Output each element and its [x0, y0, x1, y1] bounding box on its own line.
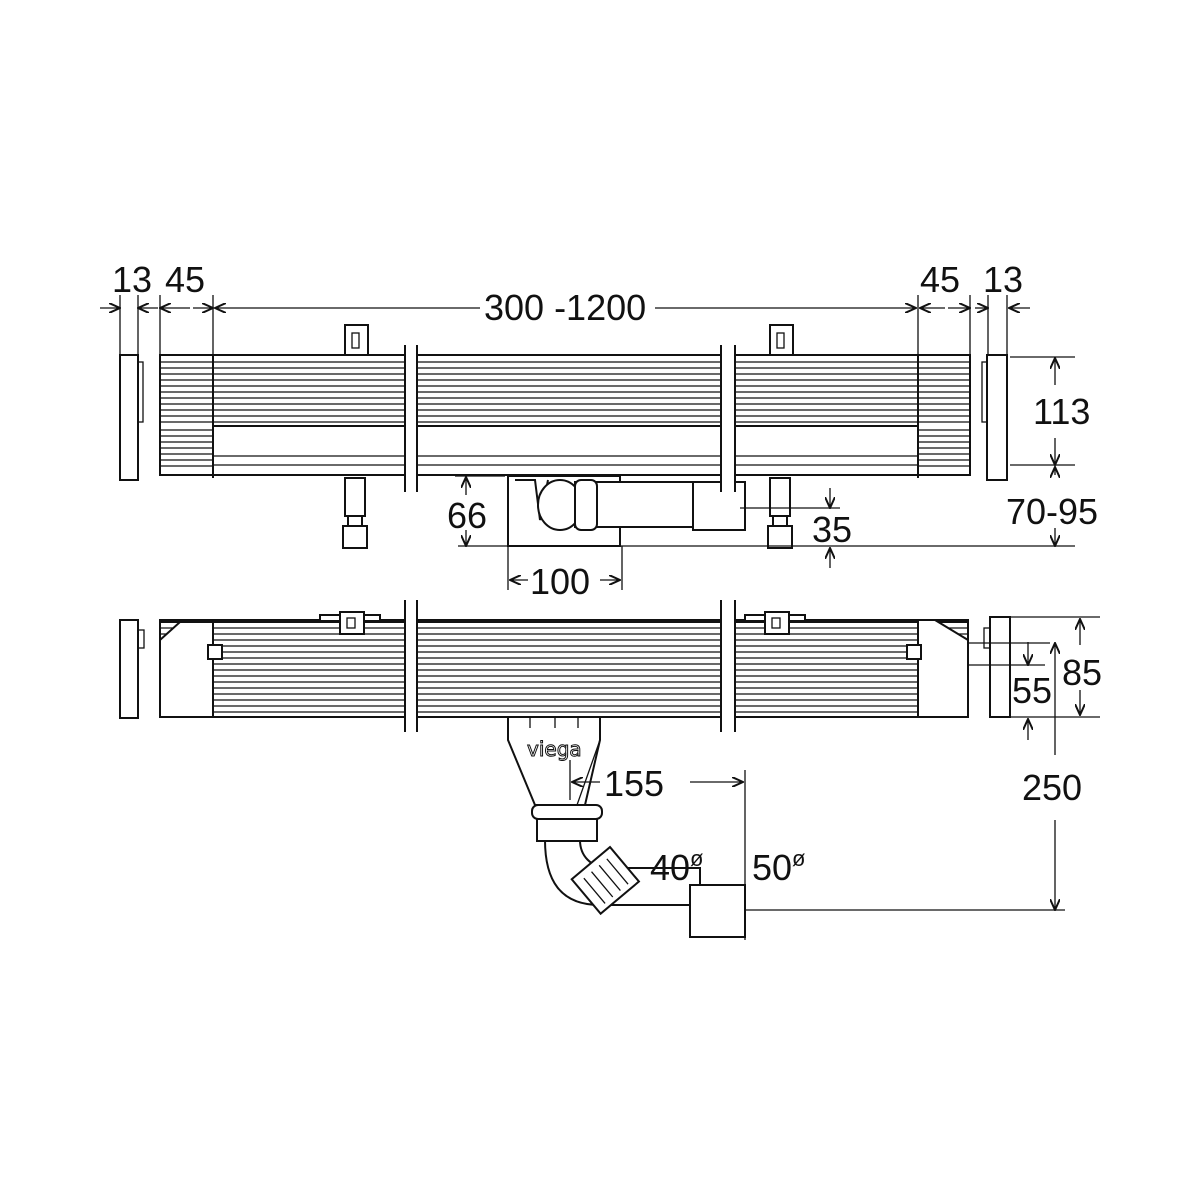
- end-plate-left: [119, 354, 139, 481]
- dim-outlet-offset: 155: [604, 763, 664, 804]
- channel-body-side: [159, 619, 969, 718]
- dim-height: 113: [1033, 391, 1090, 432]
- dim-diameter-large: 50ø: [752, 846, 806, 888]
- clip-left: [344, 324, 369, 356]
- side-view: viega 85 55 250 155 40ø 50ø: [119, 600, 1102, 940]
- dim-end-zone-right: 45: [920, 259, 960, 300]
- foot-right: [767, 477, 793, 549]
- end-plate-right-side: [989, 616, 1011, 718]
- clip-right: [769, 324, 794, 356]
- dim-outlet-depth: 250: [1022, 767, 1082, 808]
- clip-left-side: [319, 611, 381, 635]
- outlet-top: [507, 475, 746, 547]
- outlet-assembly: viega: [507, 716, 746, 938]
- dim-installation-height: 70-95: [1006, 491, 1098, 532]
- dim-overall-height: 85: [1062, 652, 1102, 693]
- break-lines-side: [404, 600, 736, 735]
- end-plate-right: [986, 354, 1008, 481]
- dim-end-plate-right: 13: [983, 259, 1023, 300]
- dim-end-zone-left: 45: [165, 259, 205, 300]
- channel-body-top: [159, 354, 971, 478]
- dim-length-range: 300 -1200: [484, 287, 646, 328]
- dim-outlet-height: 66: [447, 495, 487, 536]
- dim-outlet-width: 100: [530, 561, 590, 602]
- dim-inner-height: 55: [1012, 670, 1052, 711]
- break-lines-top: [404, 340, 736, 495]
- top-view: 13 45 300 -1200 45 13 113 70-95 35 66 10…: [100, 259, 1098, 602]
- clip-right-side: [744, 611, 806, 635]
- dim-diameter-small: 40ø: [650, 846, 704, 888]
- dim-end-plate-left: 13: [112, 259, 152, 300]
- end-plate-left-side: [119, 619, 139, 719]
- dim-pipe-axis-height: 35: [812, 509, 852, 550]
- foot-left: [342, 477, 368, 549]
- viega-logo: viega: [527, 737, 582, 761]
